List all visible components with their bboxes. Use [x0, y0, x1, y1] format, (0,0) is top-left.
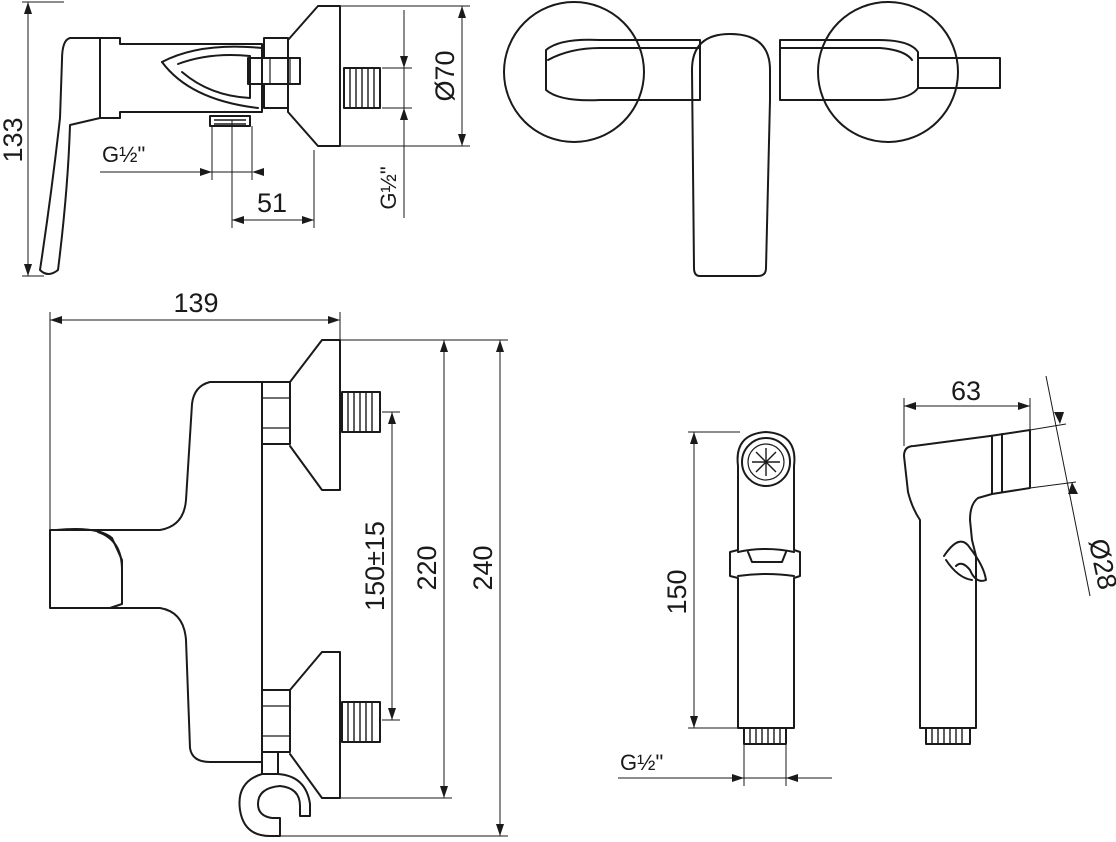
dim-sprayer-length: 63 — [951, 376, 981, 406]
dim-centers: 150±15 — [360, 521, 390, 611]
shower-front-thread — [743, 727, 787, 745]
side-wall-flange — [287, 5, 341, 147]
dim-wall-diameter: Ø70 — [430, 50, 460, 101]
side-wall-thread — [343, 67, 381, 109]
shower-front-body — [729, 431, 801, 729]
shower-side-thread — [925, 727, 971, 745]
front-hose-hook — [238, 773, 311, 837]
dim-front-width: 139 — [173, 288, 218, 318]
shower-side-body — [903, 429, 1031, 729]
hand-shower-front: 150 G½" — [618, 431, 832, 786]
side-outlet-thread — [209, 115, 251, 127]
dim-height-220: 220 — [412, 545, 442, 590]
hand-shower-side: 63 Ø28 — [903, 375, 1116, 745]
side-handle-lever — [39, 37, 101, 275]
dim-side-thread: G½" — [102, 142, 145, 167]
front-bottom-thread — [341, 701, 381, 743]
shower-head-nozzle — [741, 437, 791, 487]
dim-wall-thread: G½" — [376, 166, 401, 209]
front-view: 139 — [49, 288, 508, 837]
top-view — [503, 1, 1001, 277]
dim-side-offset: 51 — [257, 188, 287, 218]
front-top-thread — [341, 391, 381, 433]
dim-hose-thread: G½" — [620, 750, 663, 775]
dim-side-height: 133 — [0, 117, 28, 162]
front-bottom-connector — [261, 651, 341, 799]
top-body — [545, 38, 701, 102]
side-body — [99, 37, 263, 119]
top-handle — [691, 33, 771, 277]
dim-hose-length: 150 — [662, 569, 692, 614]
top-left-flange — [503, 1, 645, 143]
front-body — [49, 381, 263, 763]
front-top-connector — [261, 339, 341, 491]
side-view: 133 G½" 51 G½" Ø70 — [0, 1, 470, 277]
dim-height-240: 240 — [468, 545, 498, 590]
top-right-flange — [817, 1, 959, 143]
